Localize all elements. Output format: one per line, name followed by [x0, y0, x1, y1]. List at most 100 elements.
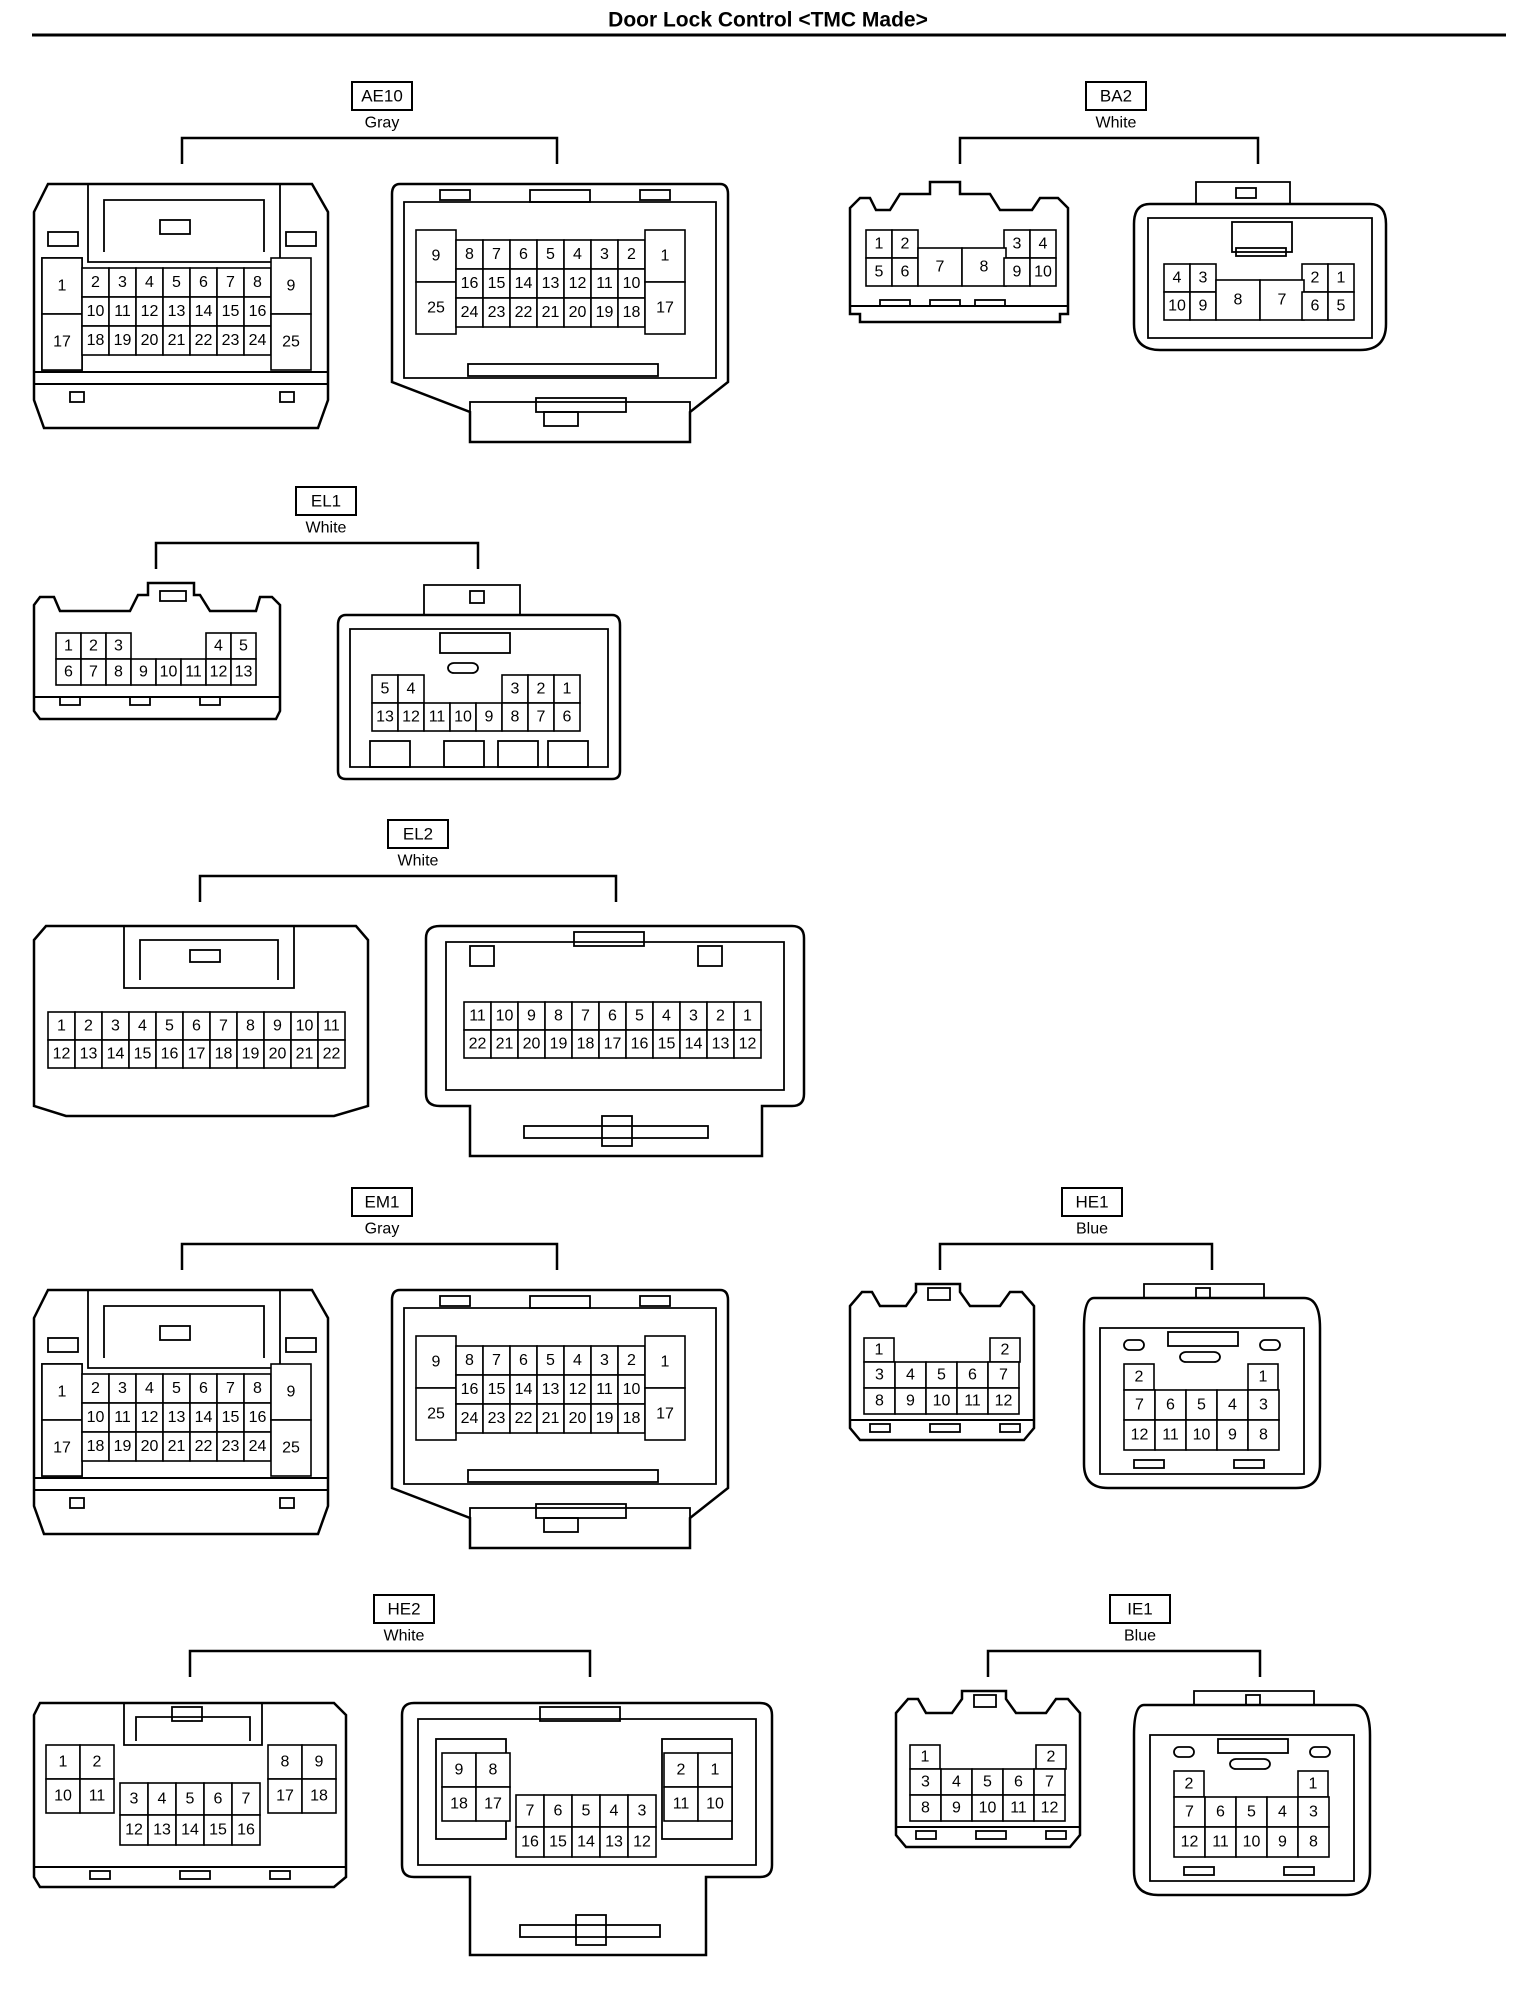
pin-label: 11: [673, 1796, 690, 1813]
pin-label: 2: [901, 236, 910, 253]
pin-label: 15: [222, 1409, 240, 1426]
pin-cell: [571, 1029, 600, 1059]
pin-label: 3: [118, 1380, 127, 1397]
pin-label: 12: [402, 709, 420, 726]
pin-cell: [1327, 263, 1355, 293]
pin-label: 13: [80, 1046, 98, 1063]
pin-label: 22: [195, 332, 213, 349]
pin-label: 10: [454, 709, 472, 726]
pin-cell: [544, 1029, 573, 1059]
pin-cell: [415, 1335, 457, 1389]
pin-label: 22: [515, 304, 533, 321]
connector-code: AE10: [361, 87, 403, 106]
pin-label: 20: [523, 1036, 541, 1053]
pin-label: 5: [172, 274, 181, 291]
pin-label: 8: [253, 274, 262, 291]
pin-label: 4: [1173, 270, 1182, 287]
pin-label: 17: [604, 1036, 622, 1053]
pin-cell: [55, 658, 82, 686]
pin-label: 1: [875, 236, 884, 253]
pin-label: 16: [631, 1036, 649, 1053]
pin-label: 11: [114, 303, 131, 320]
pin-cell: [679, 1029, 708, 1059]
pin-cell: [423, 702, 451, 732]
pin-label: 6: [214, 1791, 223, 1808]
pin-cell: [863, 1337, 895, 1363]
pin-label: 6: [608, 1008, 617, 1025]
pin-label: 20: [141, 1438, 159, 1455]
pin-label: 8: [980, 259, 989, 276]
pin-cell: [243, 1373, 272, 1404]
pin-label: 6: [1166, 1397, 1175, 1414]
pin-label: 3: [1199, 270, 1208, 287]
pin-label: 16: [249, 303, 267, 320]
pin-cell: [47, 1039, 76, 1069]
pin-label: 11: [1212, 1834, 1229, 1851]
pin-label: 16: [461, 1381, 479, 1398]
pin-label: 13: [235, 664, 253, 681]
pin-label: 16: [461, 275, 479, 292]
pin-label: 9: [139, 664, 148, 681]
pin-cell: [1297, 1826, 1330, 1858]
pin-label: 9: [906, 1393, 915, 1410]
pin-cell: [553, 702, 581, 732]
pin-label: 17: [276, 1788, 294, 1805]
pin-label: 9: [432, 1354, 441, 1371]
pin-label: 3: [600, 1352, 609, 1369]
pin-cell: [80, 658, 107, 686]
pin-cell: [706, 1029, 735, 1059]
pin-cell: [553, 674, 581, 704]
connector-code: IE1: [1127, 1600, 1153, 1619]
pin-label: 7: [1278, 292, 1287, 309]
pin-cell: [482, 297, 511, 328]
pin-label: 12: [1181, 1834, 1199, 1851]
pin-label: 14: [515, 275, 533, 292]
connector-color: White: [306, 520, 347, 537]
pin-label: 3: [875, 1367, 884, 1384]
pin-label: 11: [596, 275, 613, 292]
pin-label: 14: [195, 303, 213, 320]
pin-cell: [189, 296, 218, 327]
pin-label: 5: [239, 638, 248, 655]
pin-cell: [1327, 291, 1355, 321]
connector-color: Gray: [365, 1221, 400, 1238]
pin-label: 4: [906, 1367, 915, 1384]
pin-label: 1: [1309, 1776, 1318, 1793]
pin-cell: [536, 1345, 565, 1376]
pin-label: 15: [658, 1036, 676, 1053]
pin-label: 7: [226, 274, 235, 291]
pin-cell: [41, 1363, 83, 1421]
pin-label: 15: [209, 1822, 227, 1839]
pin-cell: [697, 1786, 733, 1822]
pin-label: 13: [605, 1834, 623, 1851]
pin-label: 13: [168, 303, 186, 320]
pin-label: 19: [114, 1438, 132, 1455]
pin-cell: [270, 257, 312, 315]
connector-color: Gray: [365, 115, 400, 132]
pin-cell: [627, 1826, 657, 1858]
pin-label: 20: [269, 1046, 287, 1063]
pin-cell: [317, 1039, 346, 1069]
pin-label: 22: [515, 1410, 533, 1427]
pin-label: 11: [429, 709, 446, 726]
pin-cell: [189, 1431, 218, 1462]
pin-label: 5: [546, 246, 555, 263]
pin-label: 4: [214, 638, 223, 655]
pin-label: 6: [1014, 1774, 1023, 1791]
pin-label: 19: [596, 1410, 614, 1427]
pin-label: 1: [59, 1754, 68, 1771]
pin-cell: [267, 1778, 303, 1814]
pin-label: 10: [1168, 298, 1186, 315]
pin-label: 4: [407, 681, 416, 698]
pin-cell: [441, 1752, 477, 1788]
pin-label: 7: [89, 664, 98, 681]
connector-color: White: [398, 853, 439, 870]
